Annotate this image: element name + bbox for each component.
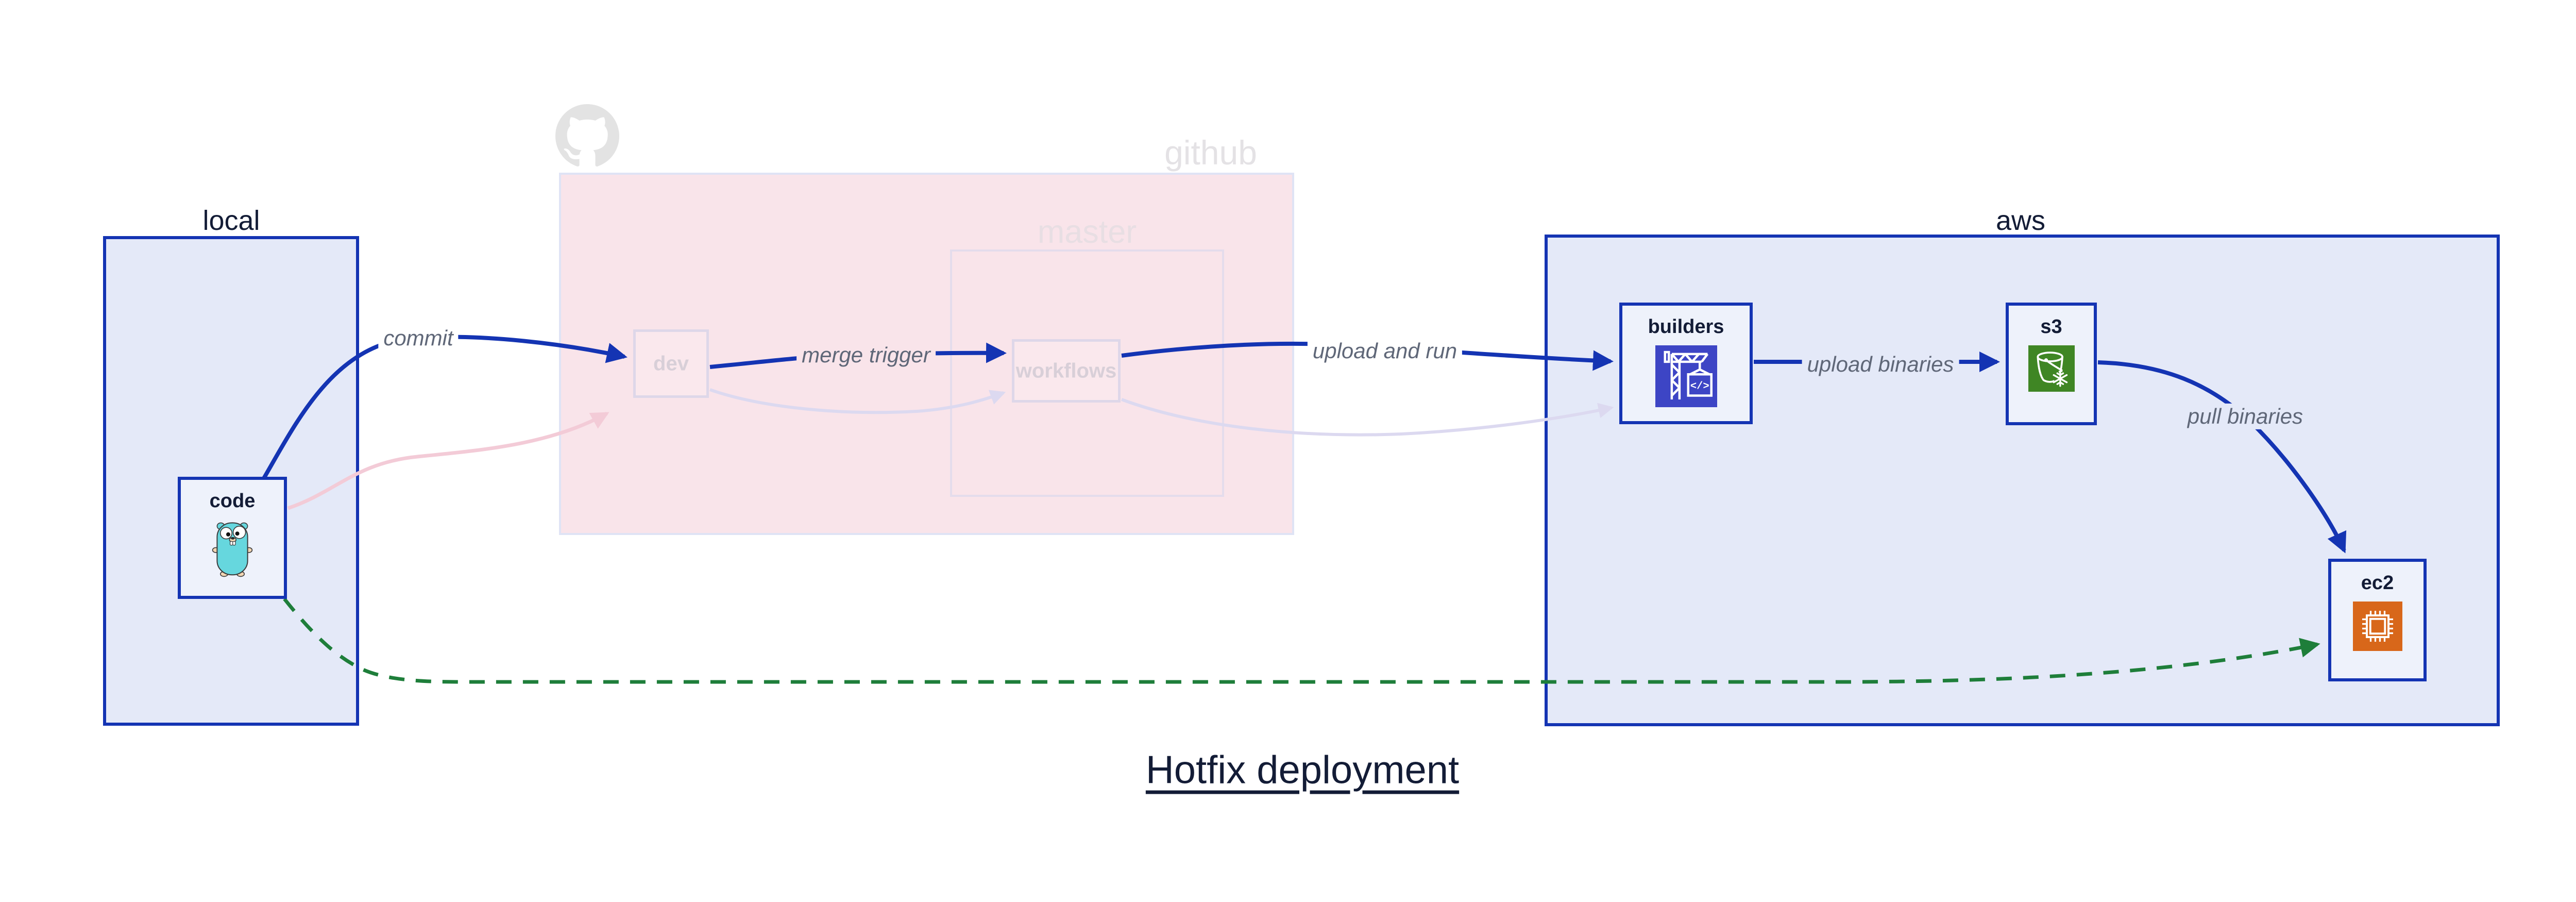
s3-glacier-bucket-icon — [2028, 345, 2075, 392]
codebuild-crane-icon: </> — [1655, 345, 1717, 407]
local-group-label: local — [202, 205, 260, 236]
node-ec2: ec2 — [2328, 559, 2427, 681]
node-s3-label: s3 — [2040, 316, 2062, 338]
ec2-chip-icon — [2352, 602, 2402, 651]
github-octocat-icon — [555, 104, 619, 166]
github-group-label: github — [1164, 133, 1257, 172]
master-branch-label: master — [1037, 214, 1137, 250]
aws-group-label: aws — [1995, 205, 2046, 236]
go-gopher-icon — [212, 522, 253, 577]
node-workflows-label: workflows — [1015, 359, 1117, 382]
master-branch-box — [950, 249, 1224, 497]
node-s3: s3 — [2006, 303, 2097, 425]
node-builders-label: builders — [1648, 316, 1724, 338]
node-ec2-label: ec2 — [2361, 572, 2394, 594]
node-builders: builders — [1619, 303, 1753, 424]
node-dev-label: dev — [653, 352, 689, 375]
node-code: code — [178, 477, 287, 599]
node-dev: dev — [633, 329, 709, 398]
node-code-label: code — [209, 490, 256, 512]
diagram-title: Hotfix deployment — [1145, 748, 1460, 792]
svg-text:</>: </> — [1690, 380, 1709, 392]
node-workflows: workflows — [1012, 339, 1121, 403]
edge-label-upload-binaries: upload binaries — [1802, 351, 1959, 378]
